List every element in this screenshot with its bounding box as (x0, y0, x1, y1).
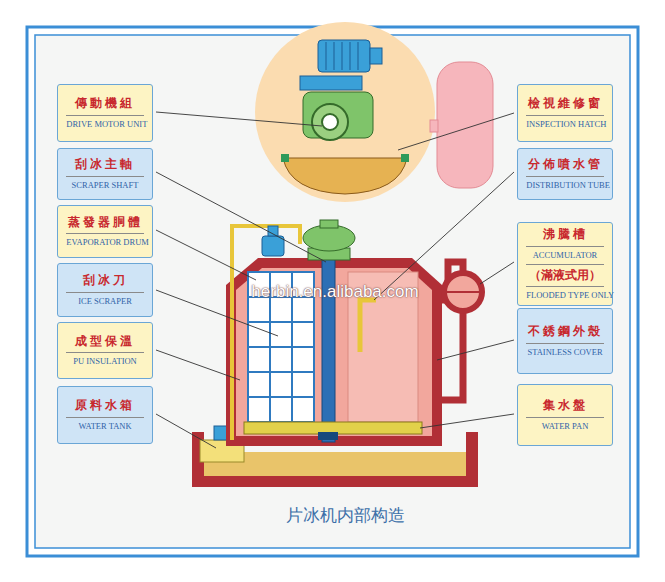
caption: 片冰机内部构造 (286, 504, 405, 527)
chinese-name: （滿液式用） (526, 264, 603, 284)
english-name: PU INSULATION (66, 352, 143, 367)
bearing (318, 432, 338, 440)
cover-label: 不銹鋼外殼 STAINLESS COVER (517, 308, 613, 374)
leader-lines (156, 112, 514, 448)
english-name: DISTRIBUTION TUBE (526, 176, 603, 191)
inner-frame (35, 35, 630, 548)
chinese-name: 刮冰刀 (83, 273, 128, 289)
hinge (281, 154, 289, 162)
chinese-name: 不銹鋼外殼 (528, 324, 603, 340)
english-name: WATER PAN (526, 417, 603, 432)
ice-scraper-label: 刮冰刀 ICE SCRAPER (57, 263, 153, 317)
motor-bracket (300, 76, 362, 90)
small-motor (262, 236, 284, 256)
water-pan-label: 集水盤 WATER PAN (517, 384, 613, 446)
hinge (401, 154, 409, 162)
chinese-name: 集水盤 (543, 398, 588, 414)
chinese-name: 沸騰槽 (543, 227, 588, 243)
motor-fins (326, 42, 358, 70)
english-name: ICE SCRAPER (66, 292, 143, 307)
chinese-name: 刮冰主軸 (75, 157, 135, 173)
english-name: ACCUMULATOR (526, 246, 603, 261)
tank-tab (430, 120, 438, 132)
accumulator (444, 273, 482, 311)
accumulator-level (444, 291, 482, 293)
top-view-disc (255, 22, 435, 202)
watermark: herbin.en.alibaba.com (251, 282, 418, 302)
chinese-name: 傳動機組 (75, 96, 135, 112)
english-name: DRIVE MOTOR UNIT (66, 115, 143, 130)
hatch-label: 檢視維修窗 INSPECTION HATCH (517, 84, 613, 142)
english-name: STAINLESS COVER (526, 343, 603, 358)
chinese-name: 分佈噴水管 (528, 157, 603, 173)
english-name: INSPECTION HATCH (526, 115, 603, 130)
pump (214, 426, 228, 440)
water-pipe (232, 226, 300, 440)
scraper-shaft (322, 246, 335, 442)
drive-motor-label: 傳動機組 DRIVE MOTOR UNIT (57, 84, 153, 142)
english-name: EVAPORATOR DRUM (66, 233, 143, 248)
motor-box (370, 48, 382, 64)
reducer (303, 225, 355, 251)
chinese-name: 成型保溫 (75, 334, 135, 350)
side-tank (437, 62, 493, 188)
evaporator-label: 蒸發器胴體 EVAPORATOR DRUM (57, 205, 153, 258)
scraper-shaft-label: 刮冰主軸 SCRAPER SHAFT (57, 148, 153, 200)
motor-cap (268, 226, 278, 236)
reducer-top (320, 220, 338, 228)
gear-hub (322, 114, 338, 130)
gear-wheel (312, 104, 348, 140)
chinese-name: 蒸發器胴體 (68, 215, 143, 231)
outer-frame (27, 27, 638, 556)
chinese-name: 檢視維修窗 (528, 96, 603, 112)
english-name: WATER TANK (66, 417, 143, 432)
hatch-segment (283, 158, 407, 194)
chinese-name: 原料水箱 (75, 398, 135, 414)
distribution-tube (360, 300, 376, 352)
water-tank-label: 原料水箱 WATER TANK (57, 386, 153, 444)
accumulator-label: 沸騰槽 ACCUMULATOR （滿液式用） FLOODED TYPE ONLY (517, 222, 613, 306)
insulation-label: 成型保溫 PU INSULATION (57, 322, 153, 379)
english-name: FLOODED TYPE ONLY (526, 286, 603, 301)
distribution-label: 分佈噴水管 DISTRIBUTION TUBE (517, 148, 613, 200)
english-name: SCRAPER SHAFT (66, 176, 143, 191)
motor (318, 40, 370, 72)
